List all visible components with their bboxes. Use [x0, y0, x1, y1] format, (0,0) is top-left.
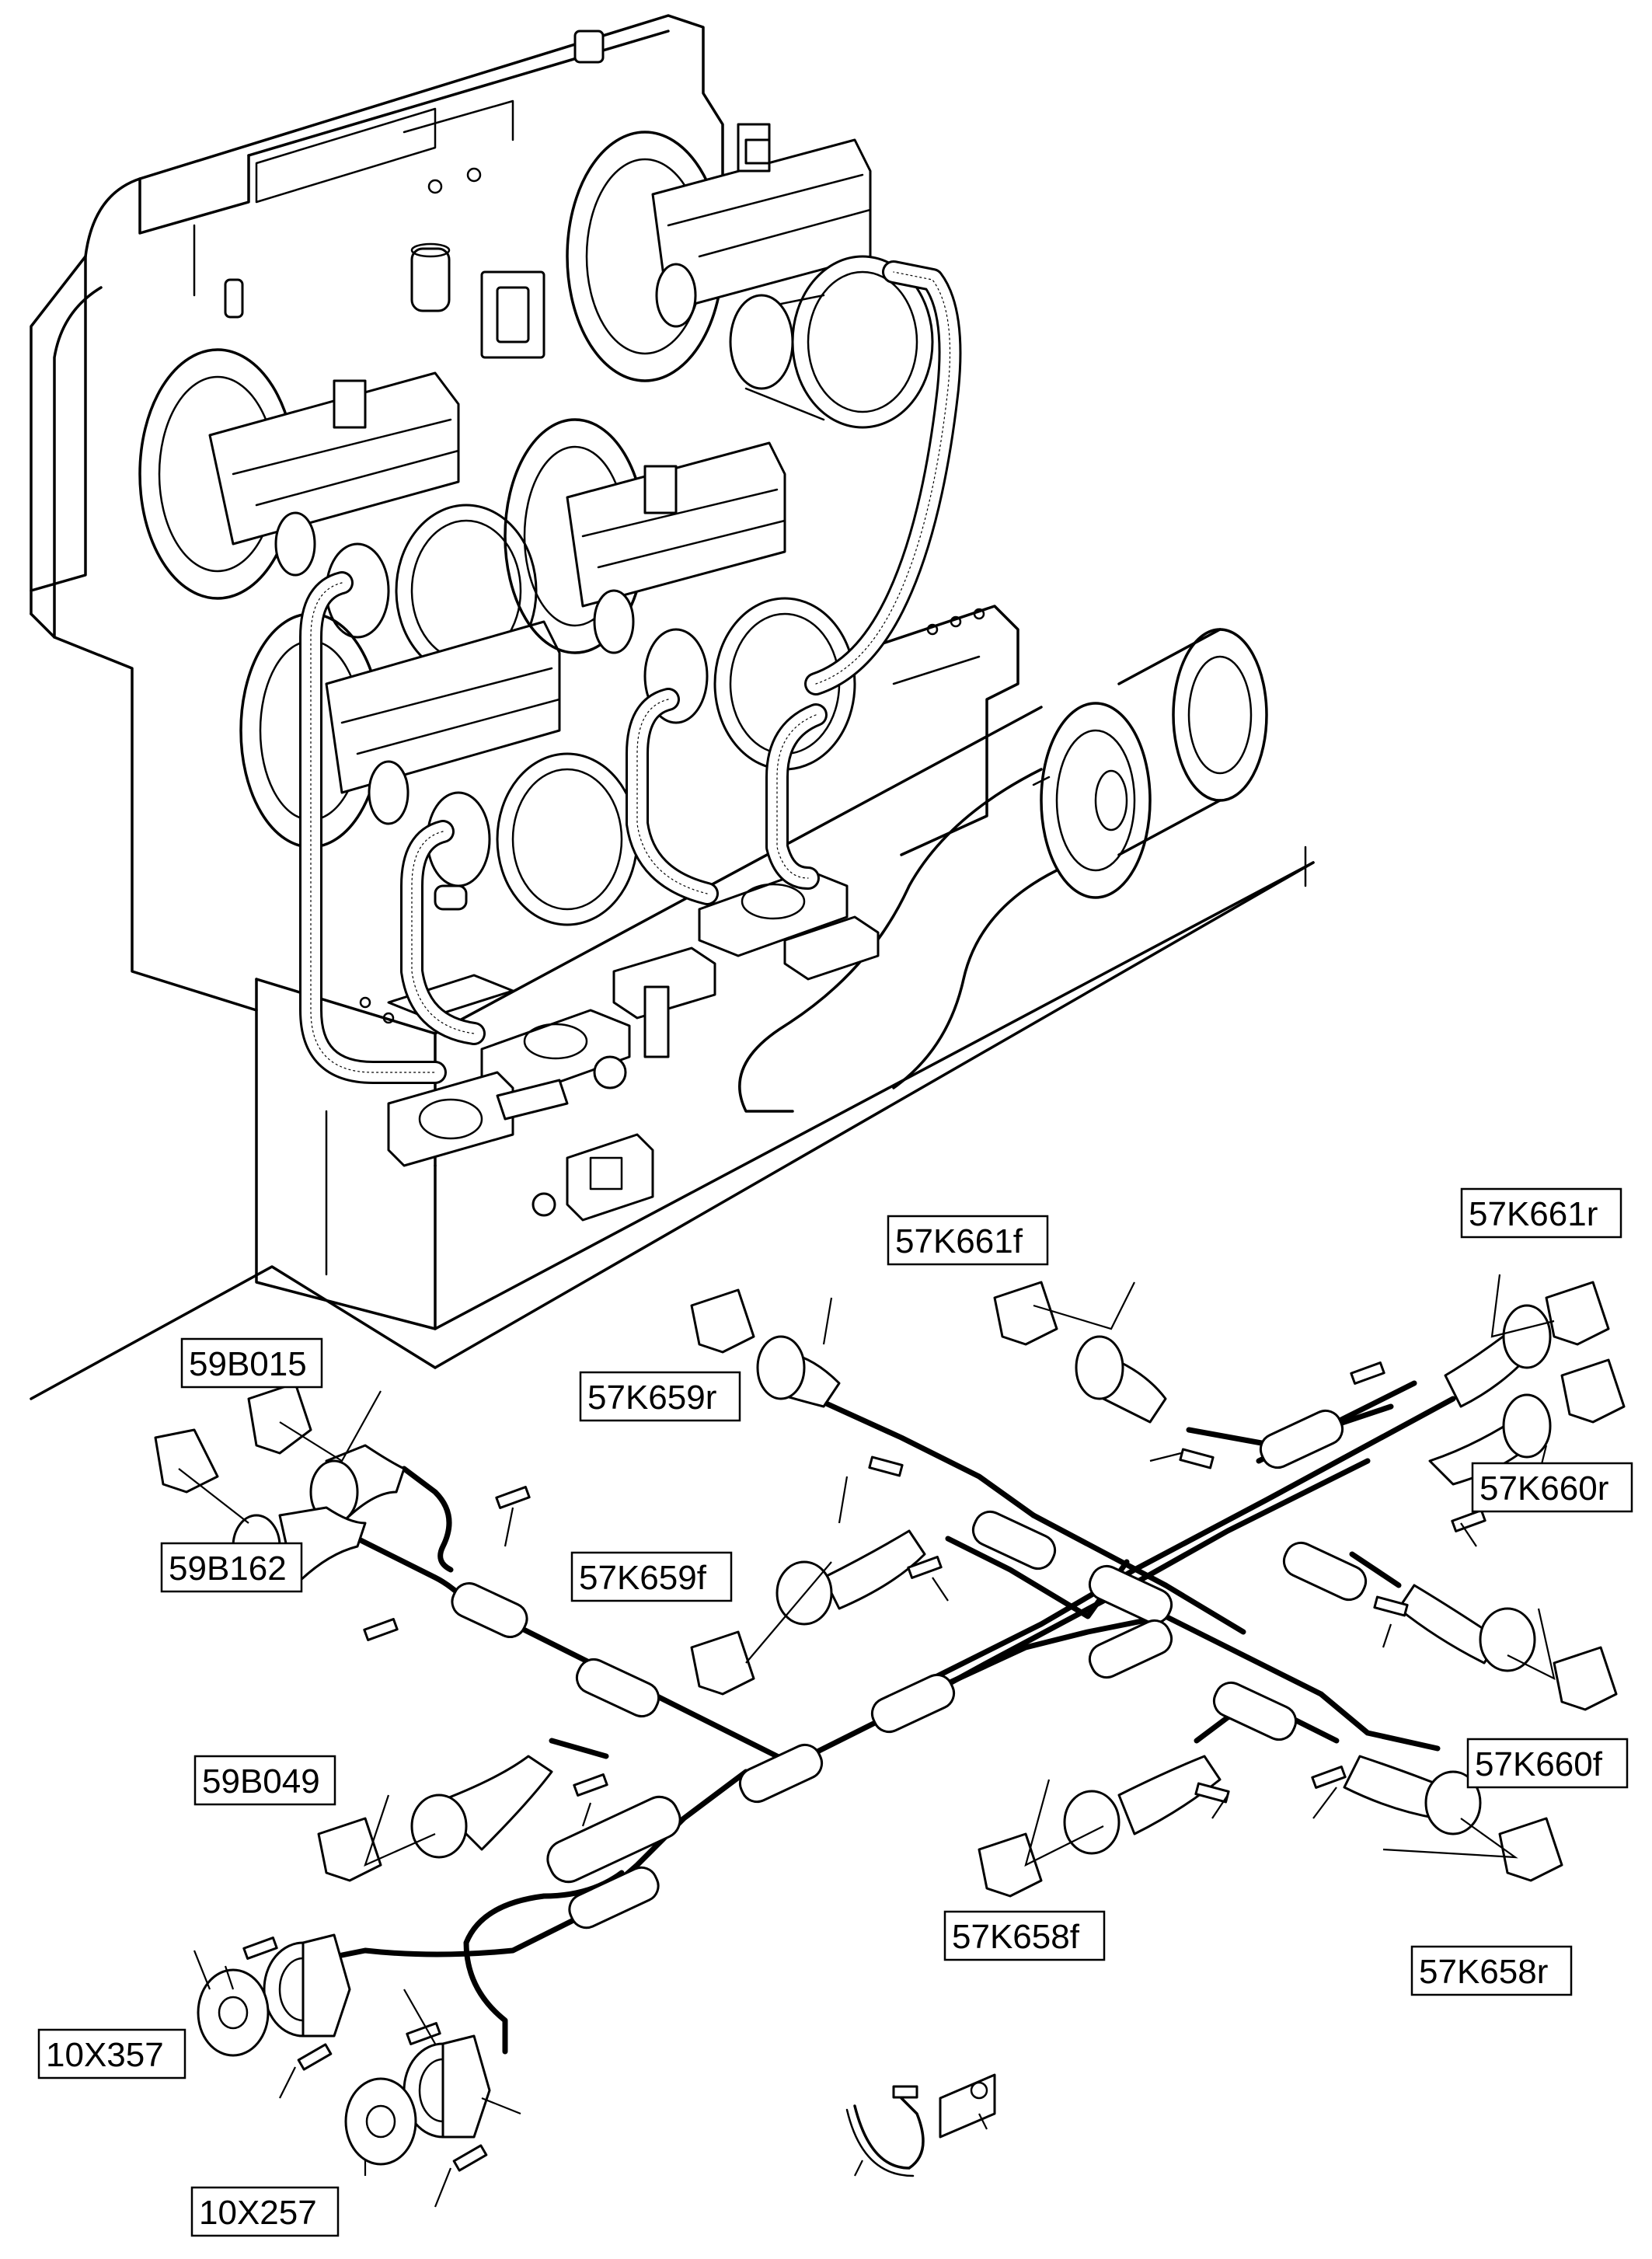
seal-plugs — [242, 1361, 1486, 2045]
label-text: 57K659r — [587, 1379, 716, 1417]
junction-blocks — [451, 1409, 1368, 1930]
label-text: 57K658r — [1419, 1953, 1548, 1991]
label-57K658f: 57K658f — [943, 1910, 1106, 1961]
label-text: 57K660r — [1479, 1469, 1608, 1508]
label-text: 10X357 — [46, 2036, 164, 2074]
round-connectors — [197, 1933, 491, 2172]
label-text: 59B162 — [169, 1550, 287, 1588]
label-text: 59B015 — [189, 1345, 307, 1383]
pump-unit-top — [480, 123, 934, 429]
label-59B049: 59B049 — [193, 1755, 336, 1806]
sensor-connectors — [154, 1281, 1626, 1898]
pump-unit-lower-left — [239, 612, 639, 926]
label-57K661r: 57K661r — [1460, 1187, 1622, 1239]
leader-lines — [178, 1274, 1556, 2208]
label-57K661f: 57K661f — [887, 1215, 1049, 1266]
wiring-harness: 57K661f 57K661r 59B015 57K659r 57K660r 5… — [37, 1187, 1633, 2237]
label-text: 10X257 — [199, 2194, 317, 2232]
label-57K660f: 57K660f — [1466, 1738, 1629, 1789]
label-text: 57K659f — [579, 1559, 707, 1597]
label-text: 59B049 — [202, 1762, 320, 1801]
label-57K660r: 57K660r — [1471, 1462, 1633, 1513]
pump-unit-middle — [504, 418, 856, 771]
label-text: 57K658f — [952, 1918, 1080, 1956]
hydraulic-hoses — [299, 260, 962, 1084]
section-divider — [30, 861, 1315, 1400]
label-text: 57K661r — [1469, 1195, 1598, 1233]
label-59B015: 59B015 — [180, 1337, 323, 1389]
label-57K659r: 57K659r — [579, 1371, 741, 1422]
label-59B162: 59B162 — [160, 1542, 303, 1593]
label-57K659f: 57K659f — [570, 1551, 733, 1602]
pump-unit-left — [138, 348, 538, 678]
cable-tie — [853, 2097, 925, 2170]
label-10X357: 10X357 — [37, 2028, 186, 2079]
label-text: 57K660f — [1475, 1745, 1603, 1783]
label-text: 57K661f — [895, 1222, 1023, 1260]
label-10X257: 10X257 — [190, 2186, 340, 2237]
label-57K658r: 57K658r — [1410, 1945, 1573, 1996]
gearbox-assembly — [30, 14, 1315, 1330]
